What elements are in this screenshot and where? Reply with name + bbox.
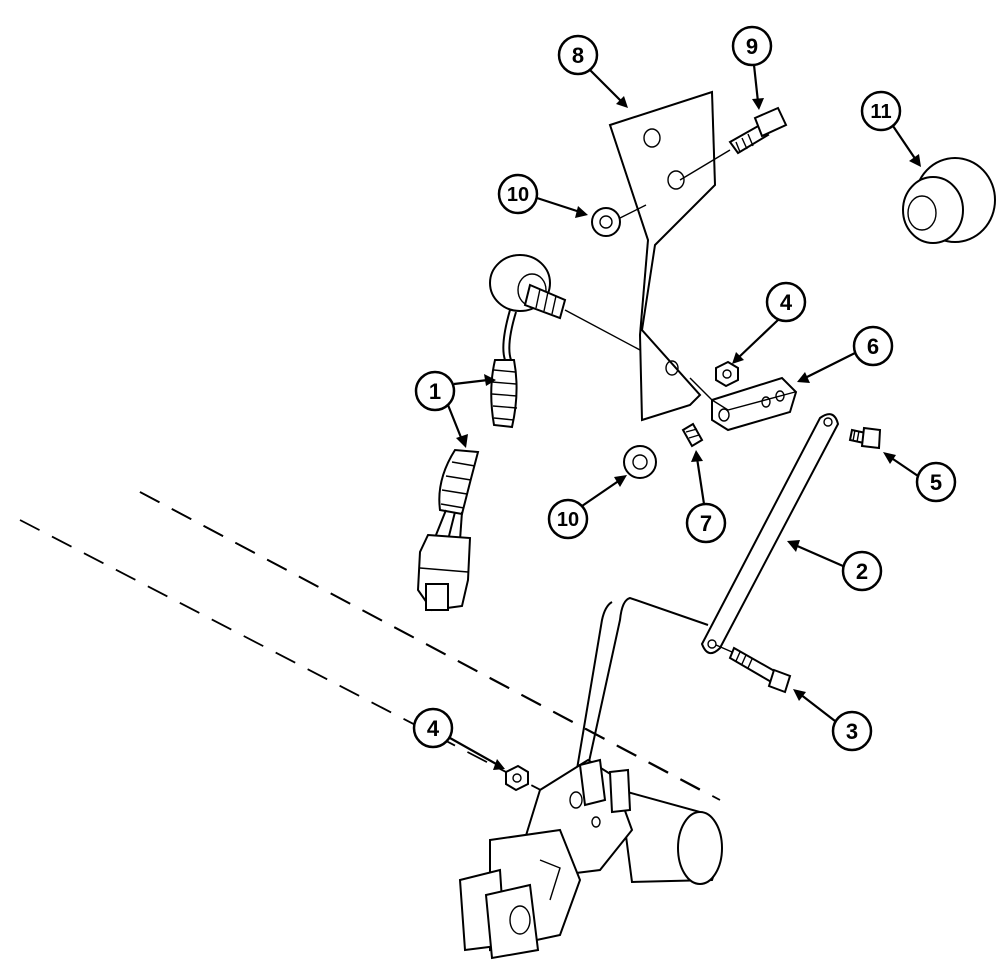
- cap-screw-part: [679, 106, 788, 181]
- callout-10-lower-label: 10: [557, 509, 579, 531]
- screw-5-part: [848, 426, 882, 450]
- callout-10-upper-label: 10: [507, 184, 529, 206]
- lock-washer-lower-part: [623, 445, 657, 479]
- callout-6: 6: [797, 325, 894, 383]
- callout-8-label: 8: [572, 43, 584, 68]
- cap-part: [902, 157, 996, 244]
- callout-11-label: 11: [870, 101, 891, 123]
- link-rod-part: [700, 413, 840, 655]
- shaft-centerlines: [19, 491, 721, 801]
- callout-2-label: 2: [856, 559, 868, 584]
- callout-9: 9: [731, 25, 773, 110]
- lock-washer-upper-part: [591, 204, 647, 237]
- set-screw-part: [681, 422, 704, 448]
- callout-7: 7: [685, 450, 727, 544]
- callout-2: 2: [787, 540, 883, 592]
- callout-3-label: 3: [846, 719, 858, 744]
- callout-4-upper: 4: [732, 281, 807, 364]
- callout-4-upper-label: 4: [780, 290, 793, 315]
- lever-arm-part: [575, 596, 709, 781]
- nut-upper-part: [715, 360, 739, 388]
- sensor-harness-part: [416, 254, 641, 612]
- lever-block-part: [689, 376, 798, 432]
- callout-11: 11: [860, 90, 921, 167]
- bracket-part: [608, 90, 717, 422]
- callout-10-lower: 10: [547, 475, 627, 540]
- callout-8: 8: [557, 34, 628, 108]
- shaft-assembly-part: [458, 758, 723, 960]
- callout-1-label: 1: [429, 379, 441, 404]
- callout-3: 3: [793, 689, 873, 752]
- callout-10-upper: 10: [497, 173, 588, 218]
- bolt-part: [715, 644, 792, 694]
- callout-7-label: 7: [700, 511, 712, 536]
- callout-9-label: 9: [746, 34, 758, 59]
- callout-5-label: 5: [930, 470, 942, 495]
- callout-4-lower-label: 4: [427, 716, 440, 741]
- callout-5: 5: [883, 452, 957, 503]
- callout-6-label: 6: [867, 334, 879, 359]
- nut-lower-part: [505, 764, 529, 792]
- callout-4-lower: 4: [412, 707, 505, 770]
- callout-1: 1: [414, 370, 496, 448]
